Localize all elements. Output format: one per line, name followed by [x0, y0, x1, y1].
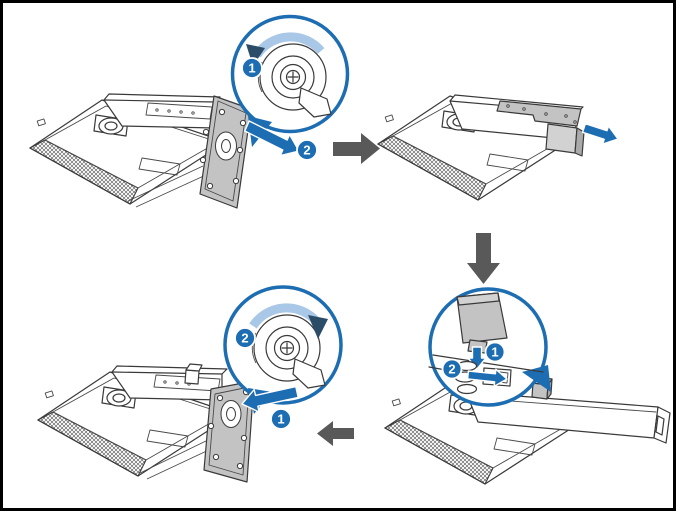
- stand-arm-long: [465, 391, 671, 444]
- step-badge-1: 1: [270, 408, 292, 430]
- flow-arrow-right-icon: [333, 133, 380, 164]
- hinge-cover: [545, 123, 585, 157]
- thumbscrew-wing: [292, 358, 326, 389]
- step-number: 2: [303, 143, 310, 158]
- vesa-plate: [203, 380, 255, 483]
- slide-arrow-icon: [581, 122, 619, 145]
- step-number: 2: [448, 362, 455, 377]
- panel-step4-attach-tighten: 2 1: [37, 285, 343, 483]
- callout-insert-latch: 1 2: [428, 287, 551, 407]
- thumbscrew: [251, 314, 326, 389]
- step-badge-2: 2: [296, 139, 318, 161]
- rotate-arrow-head: [246, 44, 265, 66]
- flow-arrow-down-icon: [467, 233, 500, 284]
- step-number: 1: [491, 345, 498, 360]
- arm-end-slot: [655, 415, 665, 436]
- rotate-arrow-head: [308, 315, 328, 339]
- pull-arrow-icon: [244, 120, 300, 157]
- step-badge-1: 1: [484, 341, 506, 363]
- release-plate: [496, 100, 582, 127]
- step-badge-1: 1: [241, 57, 263, 79]
- callout-thumbscrew-tighten: 2: [223, 285, 343, 414]
- flow-arrow-left-icon: [317, 421, 354, 446]
- stand-arm: [103, 93, 221, 129]
- step-number: 1: [277, 412, 284, 427]
- panel-step2-slide-cover-off: [377, 94, 619, 201]
- arm-cover-outline: [145, 102, 213, 120]
- slide-right-arrow-icon: [466, 368, 508, 387]
- push-arrow-icon: [241, 385, 299, 413]
- panel-step3-attach-latch: 1 2: [384, 287, 671, 485]
- thumbscrew-wing: [298, 87, 332, 118]
- step-badge-2: 2: [441, 358, 463, 380]
- stand-arm: [111, 365, 228, 401]
- step-number: 2: [241, 331, 248, 346]
- callout-pointer: [522, 365, 551, 392]
- thumbscrew: [257, 43, 332, 118]
- step-number: 1: [248, 61, 255, 76]
- vesa-plate: [199, 95, 252, 209]
- panel-step1-detach: 1 2: [29, 14, 350, 209]
- quick-release-button: [184, 363, 203, 385]
- step-badge-2: 2: [234, 327, 256, 349]
